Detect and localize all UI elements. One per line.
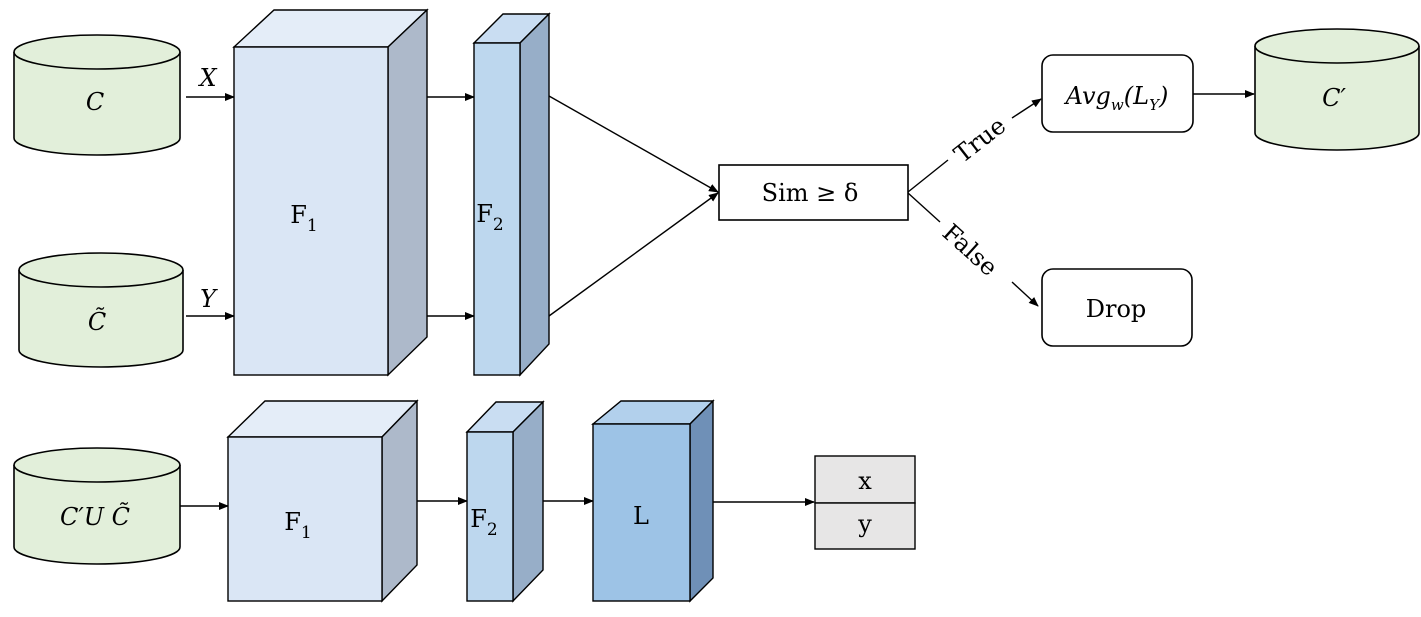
f1-label-bottom: F1 bbox=[284, 508, 311, 543]
output-cell-x bbox=[814, 455, 916, 504]
database-union-label: C′U C̃ bbox=[60, 503, 130, 531]
avg-label: Avgw(LY) bbox=[1064, 82, 1169, 114]
avg-box: Avgw(LY) bbox=[1041, 54, 1194, 133]
l-label: L bbox=[633, 502, 649, 530]
database-c: C bbox=[13, 34, 181, 156]
output-x-label: x bbox=[858, 467, 872, 495]
f2-block-bottom: F2 bbox=[465, 400, 545, 603]
output-table: x y bbox=[814, 455, 916, 550]
output-y-label: y bbox=[857, 510, 872, 538]
true-label: True bbox=[949, 111, 1011, 168]
database-c-tilde: C̃ bbox=[18, 252, 184, 368]
f1-block-bottom: F1 bbox=[226, 399, 419, 603]
f1-label-top: F1 bbox=[290, 201, 317, 236]
f2-block-top: F2 bbox=[472, 12, 551, 377]
false-label: False bbox=[937, 218, 1003, 281]
arrow-y-label: Y bbox=[200, 285, 218, 313]
true-branch-arrow bbox=[1011, 98, 1042, 119]
arrow-to-sim-lower bbox=[548, 192, 719, 317]
database-c-prime-label: C′ bbox=[1322, 84, 1346, 112]
f2-label-bottom: F2 bbox=[470, 505, 497, 540]
l-block: L bbox=[591, 399, 715, 603]
sim-threshold-box: Sim ≥ δ bbox=[718, 164, 909, 221]
arrow-to-sim-upper bbox=[548, 95, 719, 193]
output-cell-y bbox=[814, 502, 916, 550]
drop-box: Drop bbox=[1041, 268, 1193, 347]
f2-label-top: F2 bbox=[476, 200, 503, 235]
false-branch-arrow bbox=[1011, 281, 1039, 307]
f1-block-top: F1 bbox=[232, 8, 429, 377]
database-c-tilde-label: C̃ bbox=[88, 308, 106, 336]
database-c-prime: C′ bbox=[1254, 28, 1420, 151]
true-branch-line-1 bbox=[907, 159, 949, 193]
database-union: C′U C̃ bbox=[13, 447, 181, 565]
database-c-label: C bbox=[86, 88, 104, 116]
arrow-x-label: X bbox=[197, 64, 217, 92]
false-branch-line-1 bbox=[907, 192, 941, 223]
drop-label: Drop bbox=[1086, 295, 1147, 323]
sim-label: Sim ≥ δ bbox=[762, 179, 859, 207]
